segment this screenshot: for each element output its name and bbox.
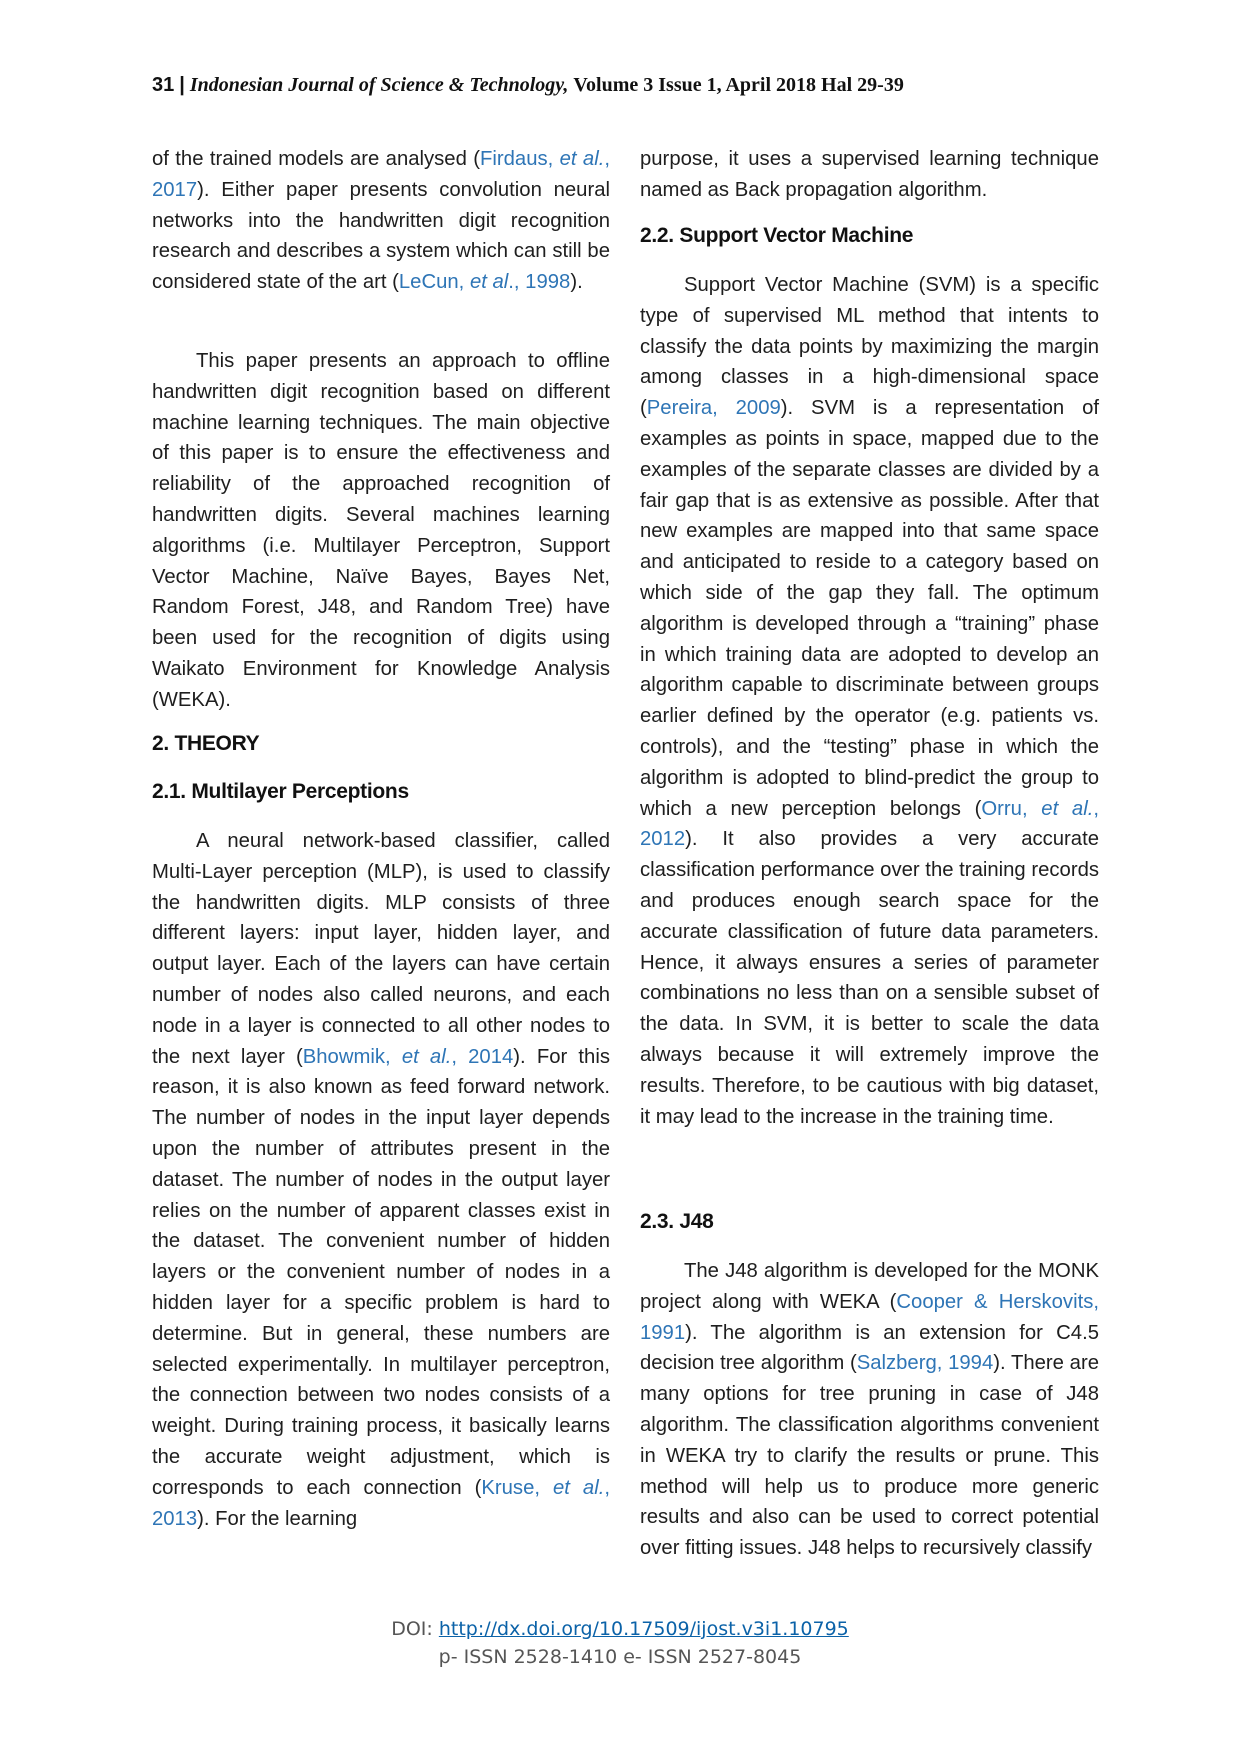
right-paragraph-3: The J48 algorithm is developed for the M… <box>640 1256 1099 1564</box>
left-paragraph-3: A neural network-based classifier, calle… <box>152 826 610 1534</box>
citation-link[interactable]: Cooper & Herskovits, 1991 <box>640 1290 1099 1344</box>
citation-link[interactable]: et al. <box>401 1045 452 1068</box>
citation-link[interactable]: ., 1998 <box>508 271 571 294</box>
body-text: ). For the learning <box>197 1507 358 1530</box>
citation-link[interactable]: , 2014 <box>451 1045 514 1068</box>
right-paragraph-1: purpose, it uses a supervised learning t… <box>640 144 1099 206</box>
body-text: ). <box>570 271 583 294</box>
subsection-heading-mlp: 2.1. Multilayer Perceptions <box>152 780 409 803</box>
citation-link[interactable]: , 2017 <box>152 148 610 201</box>
body-text: ). There are many options for tree pruni… <box>640 1352 1099 1560</box>
body-text: ). SVM is a representation of examples a… <box>640 397 1099 820</box>
citation-link[interactable]: Bhowmik, <box>302 1045 402 1068</box>
section-heading-theory: 2. THEORY <box>152 732 260 755</box>
citation-link[interactable]: Kruse, <box>481 1476 553 1499</box>
right-paragraph-2: Support Vector Machine (SVM) is a specif… <box>640 270 1099 1132</box>
running-header: 31 | Indonesian Journal of Science & Tec… <box>152 74 904 97</box>
subsection-heading-svm: 2.2. Support Vector Machine <box>640 224 914 247</box>
subsection-heading-j48: 2.3. J48 <box>640 1210 714 1233</box>
page-number: 31 <box>152 74 175 96</box>
body-text: ). Either paper presents convolution neu… <box>152 178 610 294</box>
citation-link[interactable]: LeCun, <box>398 271 470 294</box>
issn-line: p- ISSN 2528-1410 e- ISSN 2527-8045 <box>438 1646 802 1668</box>
citation-link[interactable]: Orru, <box>981 797 1042 820</box>
citation-link[interactable]: , 2012 <box>640 797 1099 851</box>
citation-link[interactable]: Salzberg, 1994 <box>856 1352 994 1375</box>
body-text: The J48 algorithm is developed for the M… <box>640 1260 1099 1313</box>
body-text: This paper presents an approach to offli… <box>152 350 610 711</box>
doi-label: DOI: <box>391 1618 433 1640</box>
doi-link[interactable]: http://dx.doi.org/10.17509/ijost.v3i1.10… <box>438 1618 849 1640</box>
left-paragraph-1: of the trained models are analysed (Fird… <box>152 144 610 298</box>
citation-link[interactable]: Pereira, 2009 <box>646 397 781 420</box>
journal-name: Indonesian Journal of Science & Technolo… <box>189 74 569 96</box>
citation-link[interactable]: Firdaus, <box>480 148 560 170</box>
citation-link[interactable]: et al. <box>1041 797 1094 820</box>
citation-link[interactable]: et al. <box>559 148 605 170</box>
volume-info: Volume 3 Issue 1, April 2018 Hal 29-39 <box>573 74 904 96</box>
citation-link[interactable]: et al. <box>553 1476 605 1499</box>
body-text: A neural network-based classifier, calle… <box>152 830 610 1068</box>
citation-link[interactable]: , 2013 <box>152 1476 610 1530</box>
header-separator: | <box>179 74 185 96</box>
body-text: ). The algorithm is an extension for C4.… <box>640 1321 1099 1375</box>
body-text: of the trained models are analysed ( <box>152 148 480 170</box>
left-paragraph-2: This paper presents an approach to offli… <box>152 346 610 716</box>
body-text: Support Vector Machine (SVM) is a specif… <box>640 274 1099 420</box>
body-text: purpose, it uses a supervised learning t… <box>640 148 1099 201</box>
body-text: ). It also provides a very accurate clas… <box>640 828 1099 1128</box>
citation-link[interactable]: et al <box>469 271 509 294</box>
doi-line: DOI: http://dx.doi.org/10.17509/ijost.v3… <box>0 1618 1240 1640</box>
body-text: ). For this reason, it is also known as … <box>152 1045 610 1499</box>
